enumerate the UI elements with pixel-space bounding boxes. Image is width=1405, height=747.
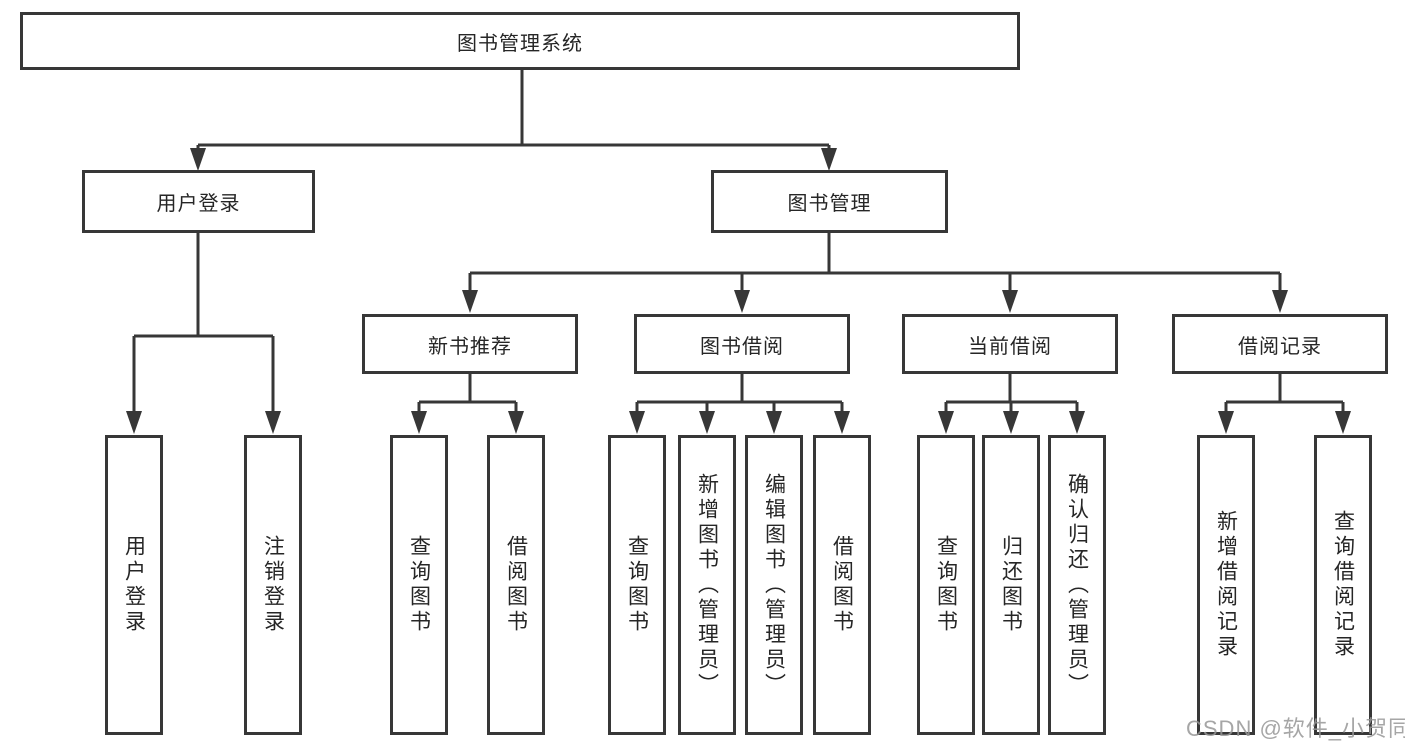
leaf-query-books-current: 查询图书 [917,435,975,735]
node-borrow-records: 借阅记录 [1172,314,1388,374]
node-new-book-recommend: 新书推荐 [362,314,578,374]
leaf-query-books-borrow: 查询图书 [608,435,666,735]
leaf-return-books: 归还图书 [982,435,1040,735]
leaf-user-login: 用户登录 [105,435,163,735]
leaf-query-books-recommend: 查询图书 [390,435,448,735]
node-library-management-system: 图书管理系统 [20,12,1020,70]
arrowhead-icons [126,148,1351,434]
leaf-add-books-admin: 新增图书（管理员） [678,435,736,735]
node-user-login: 用户登录 [82,170,315,233]
leaf-logout: 注销登录 [244,435,302,735]
leaf-borrow-books: 借阅图书 [813,435,871,735]
leaf-query-borrow-record: 查询借阅记录 [1314,435,1372,735]
node-book-borrow: 图书借阅 [634,314,850,374]
leaf-confirm-return-admin: 确认归还（管理员） [1048,435,1106,735]
leaf-add-borrow-record: 新增借阅记录 [1197,435,1255,735]
leaf-borrow-books-recommend: 借阅图书 [487,435,545,735]
leaf-edit-books-admin: 编辑图书（管理员） [745,435,803,735]
node-current-borrow: 当前借阅 [902,314,1118,374]
node-book-management: 图书管理 [711,170,948,233]
csdn-watermark: CSDN @软件_小贺同学 [1186,716,1405,741]
